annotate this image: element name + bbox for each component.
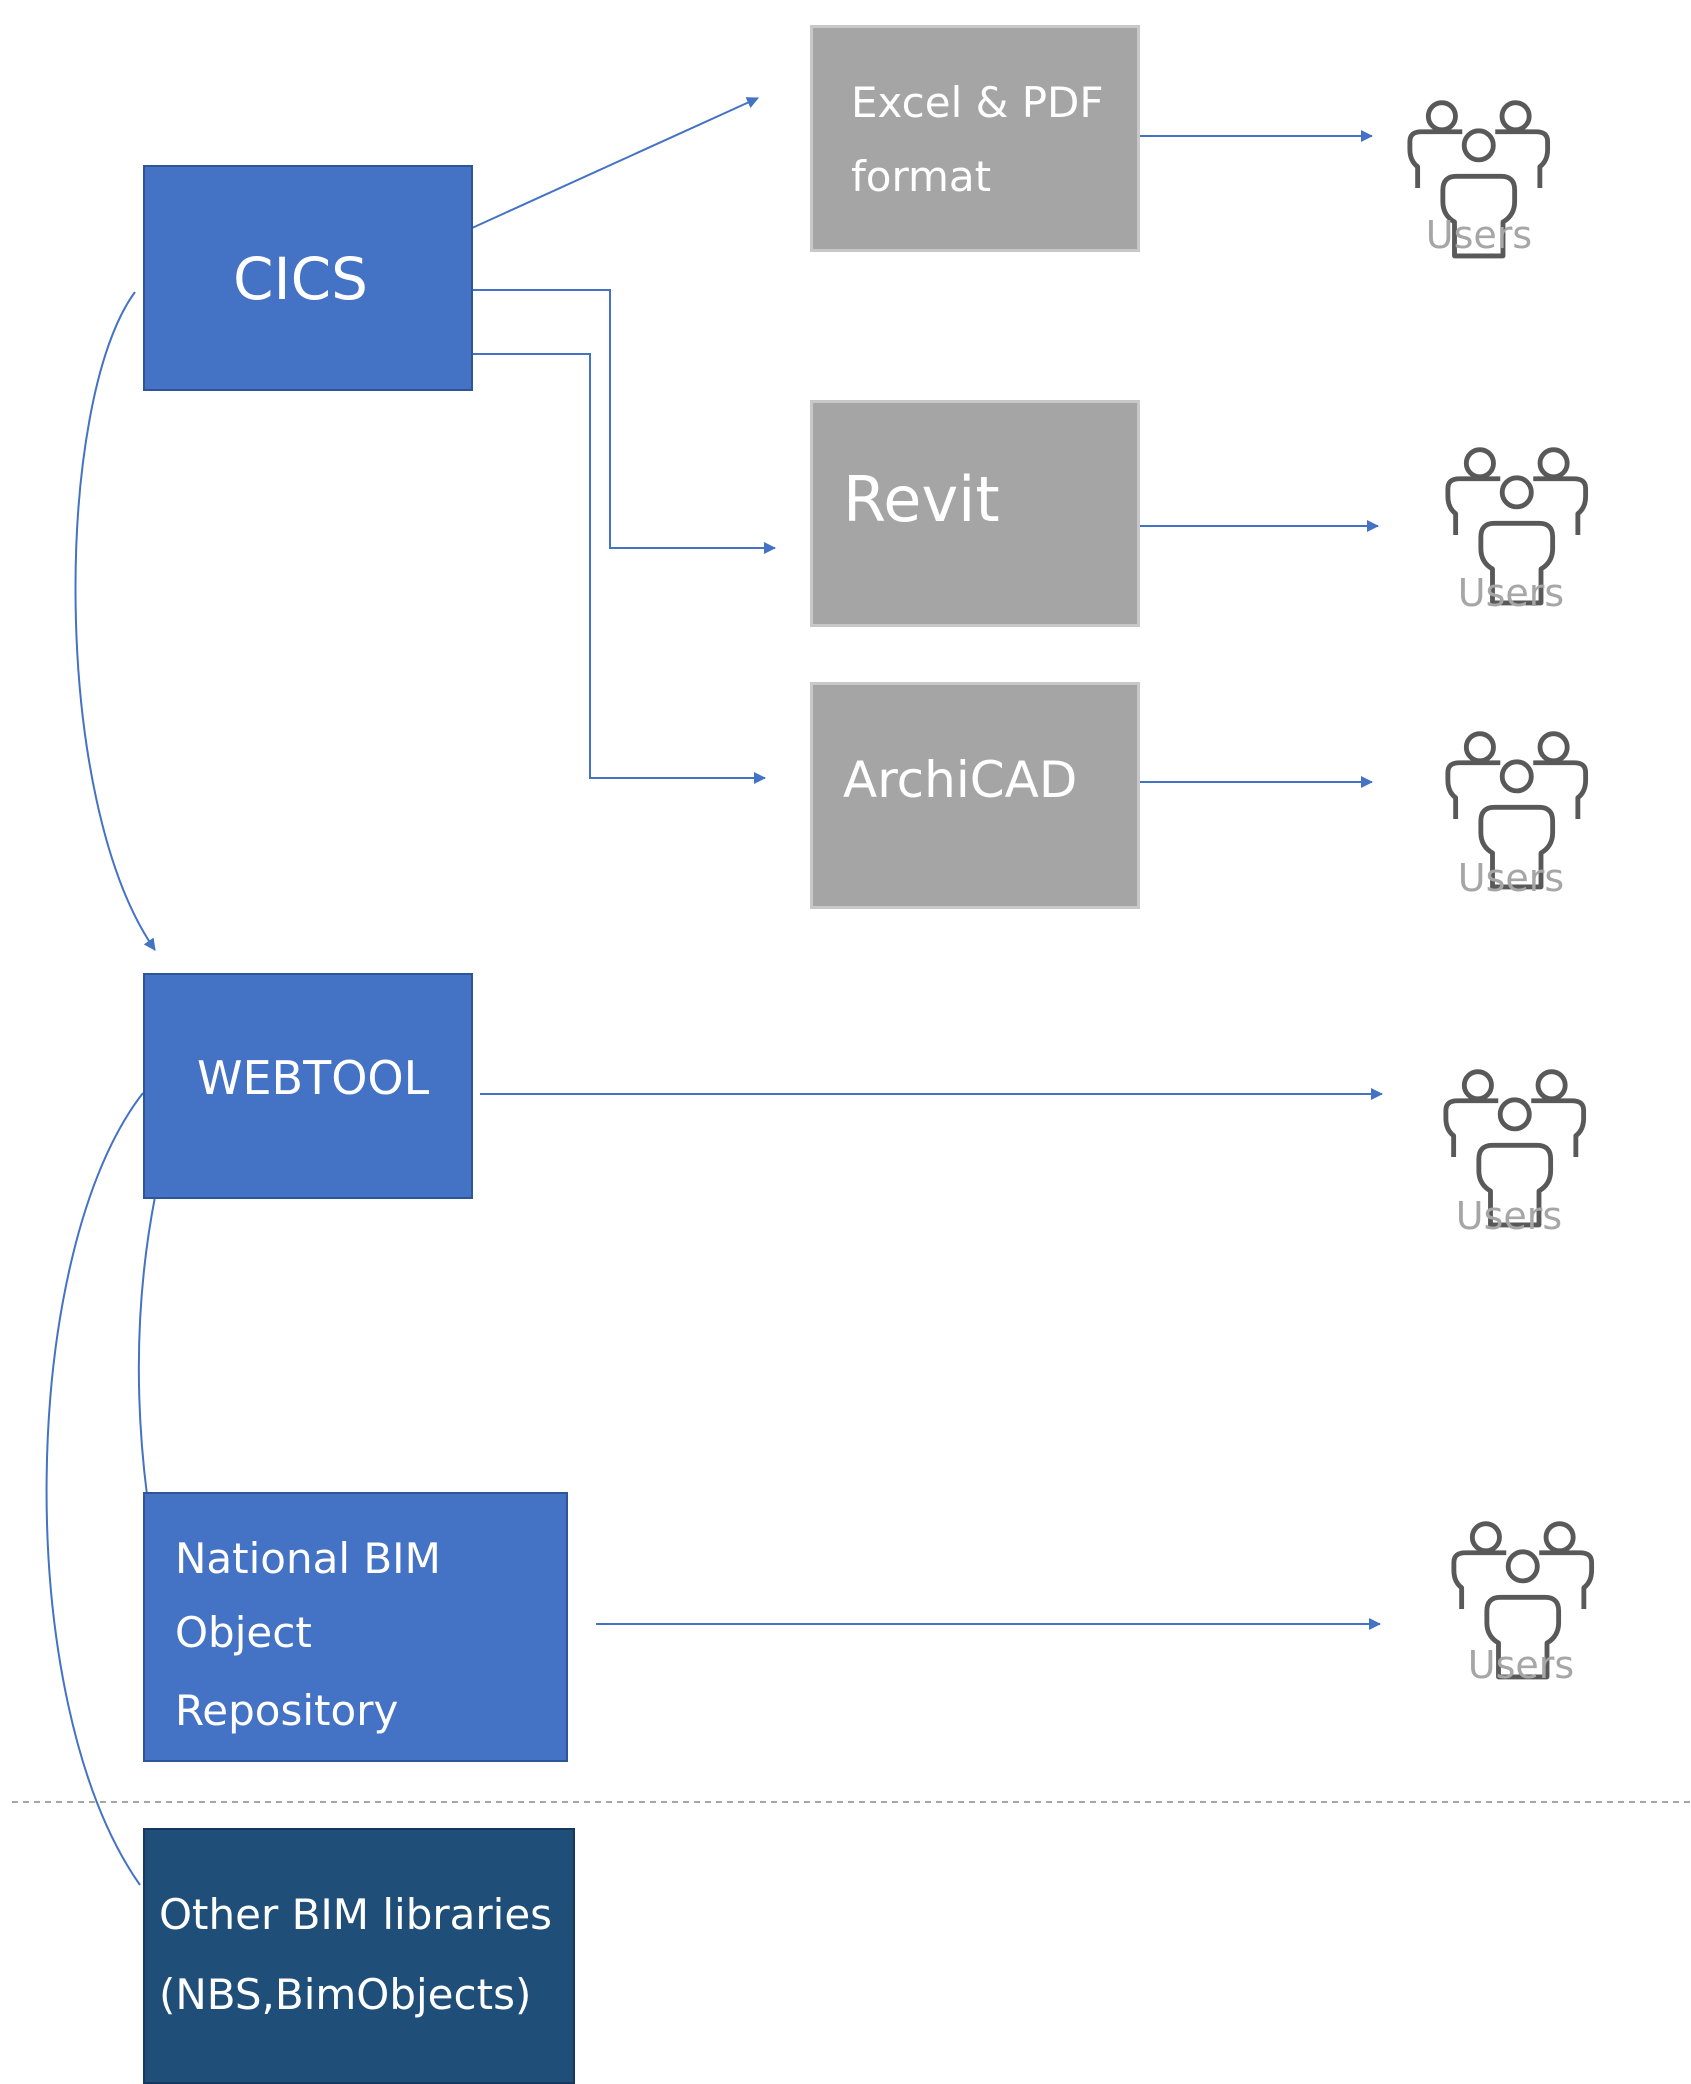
other-bim-label-line-2: (NBS,BimObjects)	[159, 1970, 532, 2019]
users-label: Users	[1457, 856, 1565, 900]
other-bim-box: Other BIM libraries (NBS,BimObjects)	[143, 1828, 575, 2084]
archicad-label: ArchiCAD	[843, 751, 1078, 809]
connector-cics-archicad	[472, 353, 766, 784]
connector-webtool-national	[137, 1196, 156, 1496]
connector-webtool-other	[45, 1092, 144, 1886]
users-label: Users	[1457, 571, 1565, 615]
webtool-box: WEBTOOL	[143, 973, 473, 1199]
users-label: Users	[1455, 1194, 1563, 1238]
revit-box: Revit	[810, 400, 1140, 627]
revit-label: Revit	[843, 463, 1000, 536]
connector-cics-revit	[472, 289, 776, 554]
national-bim-label-line-3: Repository	[175, 1686, 399, 1735]
users-label: Users	[1425, 213, 1533, 257]
excel-pdf-label-line-1: Excel & PDF	[851, 78, 1104, 127]
cics-box: CICS	[143, 165, 473, 391]
archicad-box: ArchiCAD	[810, 682, 1140, 909]
webtool-label: WEBTOOL	[197, 1051, 430, 1105]
cics-label: CICS	[233, 245, 368, 313]
excel-pdf-box: Excel & PDF format	[810, 25, 1140, 252]
connector-cics-excel	[471, 97, 759, 229]
excel-pdf-label-line-2: format	[851, 152, 992, 201]
national-bim-label-line-1: National BIM	[175, 1534, 441, 1583]
national-bim-box: National BIM Object Repository	[143, 1492, 568, 1762]
users-label: Users	[1467, 1643, 1575, 1687]
connector-cics-webtool	[74, 291, 156, 951]
national-bim-label-line-2: Object	[175, 1608, 312, 1657]
other-bim-label-line-1: Other BIM libraries	[159, 1890, 553, 1939]
